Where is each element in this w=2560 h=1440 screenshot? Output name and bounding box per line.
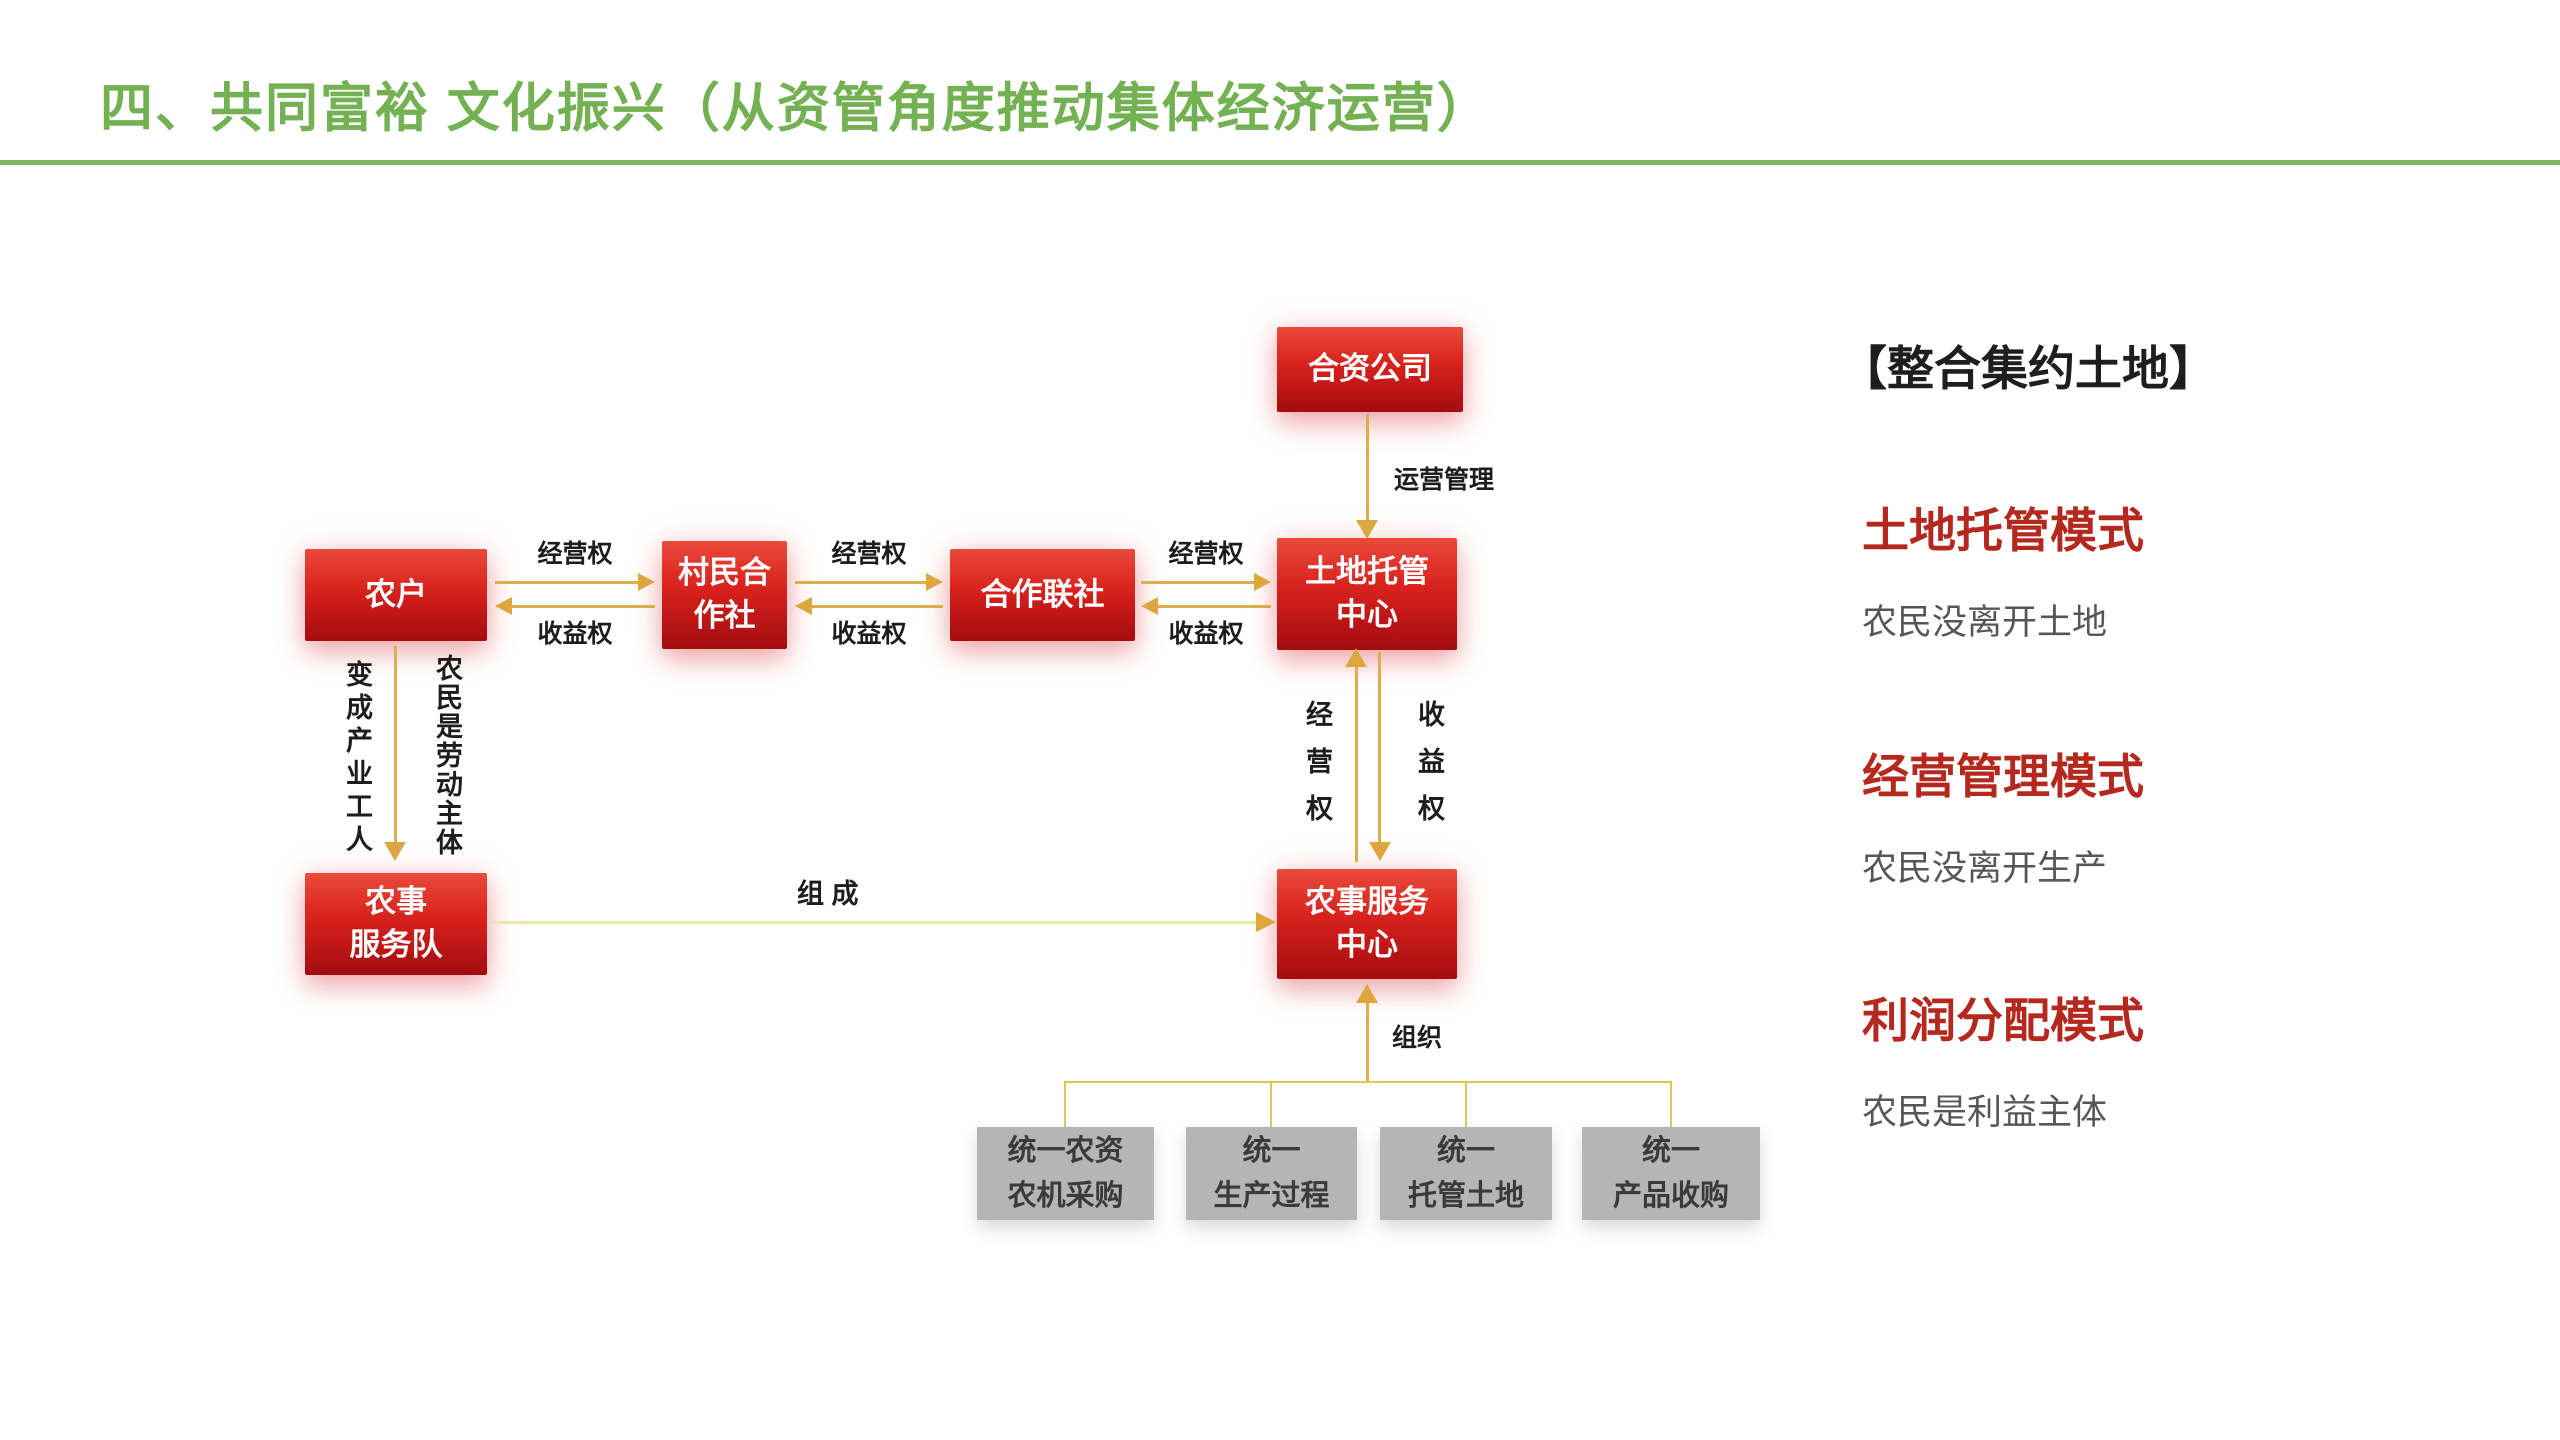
box-unified-product-buyback-line2: 产品收购: [1612, 1179, 1729, 1212]
edge-pair-farmer-villagecoop: 经营权 收益权: [495, 538, 655, 650]
box-unified-production-line1: 统一: [1242, 1134, 1301, 1167]
box-farm-service-center: 农事服务 中心: [1277, 869, 1457, 979]
box-joint-venture-label: 合资公司: [1308, 351, 1432, 387]
box-farm-service-team-line2: 服务队: [349, 927, 443, 962]
edge-compose-arrowhead: [1256, 912, 1276, 932]
side-panel-item-1-desc: 农民没离开土地: [1862, 603, 2108, 642]
box-farm-service-center-line1: 农事服务: [1305, 884, 1429, 920]
box-village-coop-line2: 作社: [693, 598, 756, 633]
side-panel-heading: 【整合集约土地】: [1840, 342, 2216, 395]
edge-label-income-right-vertical: 收益权: [1414, 700, 1444, 841]
edge-farmer-team-line: [394, 646, 397, 844]
edge-income-right-down-arrowhead: [1369, 842, 1391, 861]
side-panel-item-2-title: 经营管理模式: [1862, 750, 2144, 803]
box-coop-union-label: 合作联社: [980, 576, 1105, 612]
arrow-right: [495, 573, 655, 591]
box-farmer-label: 农户: [365, 576, 427, 612]
bus-drop-3: [1465, 1081, 1467, 1127]
box-unified-purchase-line2: 农机采购: [1007, 1179, 1124, 1212]
arrow-left: [1141, 597, 1271, 615]
edge-label-farmer-labor: 农民是劳动主体: [432, 654, 462, 857]
side-panel-item-3-desc: 农民是利益主体: [1862, 1093, 2108, 1132]
side-panel-item-3-title: 利润分配模式: [1862, 994, 2144, 1047]
box-farmer: 农户: [305, 549, 487, 641]
box-farm-service-team: 农事 服务队: [305, 873, 487, 975]
arrow-left: [495, 597, 655, 615]
edge-label-income-right: 收益权: [537, 620, 613, 648]
arrow-right: [795, 573, 943, 591]
edge-label-mgmt-right: 经营权: [831, 540, 907, 568]
edge-mgmt-right-up-arrowhead: [1345, 648, 1367, 667]
edge-operation-mgmt-line: [1366, 414, 1369, 522]
box-land-trust-line2: 中心: [1336, 597, 1398, 632]
arrow-right: [1141, 573, 1271, 591]
edge-label-operation-mgmt: 运营管理: [1394, 466, 1495, 494]
box-coop-union: 合作联社: [950, 549, 1135, 641]
page-title: 四、共同富裕 文化振兴（从资管角度推动集体经济运营）: [100, 79, 1492, 138]
edge-label-compose: 组 成: [797, 879, 859, 909]
box-unified-land-trust-line2: 托管土地: [1407, 1179, 1524, 1212]
edge-label-mgmt-right: 经营权: [1168, 540, 1244, 568]
box-unified-product-buyback: 统一 产品收购: [1582, 1127, 1760, 1220]
edge-pair-coopunion-landtrust: 经营权 收益权: [1141, 538, 1271, 650]
edge-mgmt-right-up-line: [1355, 666, 1358, 862]
edge-organize-arrowhead: [1356, 984, 1378, 1003]
edge-label-mgmt-right: 经营权: [537, 540, 613, 568]
box-land-trust-line1: 土地托管: [1305, 554, 1429, 590]
edge-pair-villagecoop-coopunion: 经营权 收益权: [795, 538, 943, 650]
edge-compose-line: [492, 921, 1260, 924]
box-village-coop: 村民合 作社: [662, 541, 787, 649]
edge-operation-mgmt-arrowhead: [1356, 520, 1378, 539]
bus-line: [1064, 1081, 1672, 1083]
arrow-left: [795, 597, 943, 615]
box-land-trust-center: 土地托管 中心: [1277, 538, 1457, 650]
box-unified-land-trust-line1: 统一: [1436, 1134, 1495, 1167]
edge-label-mgmt-right-vertical: 经营权: [1302, 700, 1332, 841]
box-farm-service-center-line2: 中心: [1336, 927, 1398, 962]
edge-organize-line: [1366, 1002, 1369, 1083]
edge-label-organize: 组织: [1392, 1024, 1443, 1052]
bus-drop-4: [1670, 1081, 1672, 1127]
edge-farmer-team-arrowhead: [384, 842, 406, 861]
bus-drop-2: [1270, 1081, 1272, 1127]
edge-income-right-down-line: [1378, 652, 1381, 844]
box-unified-purchase-line1: 统一农资: [1007, 1134, 1124, 1167]
box-village-coop-line1: 村民合: [678, 555, 771, 591]
box-unified-production-line2: 生产过程: [1213, 1179, 1330, 1212]
box-unified-production: 统一 生产过程: [1186, 1127, 1357, 1220]
box-joint-venture: 合资公司: [1277, 327, 1463, 412]
box-unified-product-buyback-line1: 统一: [1641, 1134, 1700, 1167]
edge-label-become-worker: 变成产业工人: [342, 660, 372, 858]
edge-label-income-right: 收益权: [831, 620, 907, 648]
box-unified-land-trust: 统一 托管土地: [1380, 1127, 1552, 1220]
edge-label-income-right: 收益权: [1168, 620, 1244, 648]
side-panel-item-2-desc: 农民没离开生产: [1862, 849, 2108, 888]
box-farm-service-team-line1: 农事: [365, 884, 427, 920]
bus-drop-1: [1064, 1081, 1066, 1127]
box-unified-purchase: 统一农资 农机采购: [977, 1127, 1154, 1220]
side-panel-item-1-title: 土地托管模式: [1862, 504, 2144, 557]
title-underline: [0, 160, 2560, 165]
